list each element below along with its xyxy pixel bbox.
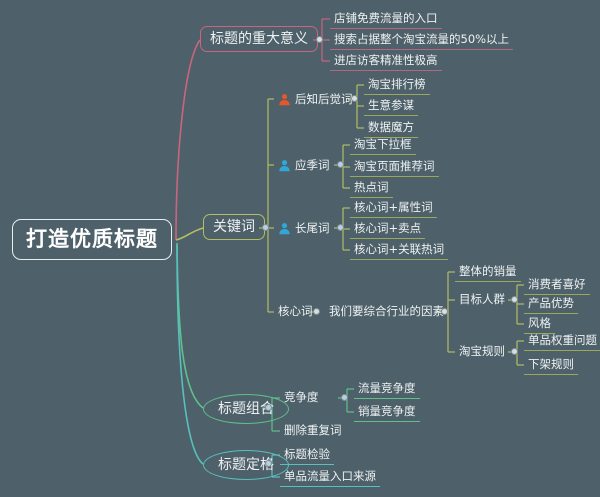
subbranch-label: 核心词	[278, 304, 313, 318]
node-label: 删除重复词	[284, 423, 342, 437]
branch-label-keywords: 关键词	[213, 219, 255, 235]
root-node-label: 打造优质标题	[26, 227, 158, 251]
leaf-node[interactable]: 数据魔方	[364, 120, 418, 138]
node-label: 淘宝规则	[459, 344, 505, 358]
node-industry-factors[interactable]: 我们要综合行业的因素	[325, 304, 448, 320]
leaf-node[interactable]: 搜索占据整个淘宝流量的50%以上	[330, 32, 514, 50]
branch-node-combination[interactable]: 标题组合	[203, 394, 289, 424]
root-node[interactable]: 打造优质标题	[12, 219, 172, 260]
branch-node-finalize[interactable]: 标题定格	[203, 450, 289, 480]
collapse-dot-industry-factors[interactable]	[441, 308, 448, 315]
leaf-label: 热点词	[354, 180, 389, 194]
leaf-label: 店铺免费流量的入口	[334, 11, 438, 25]
leaf-label: 下架规则	[528, 357, 574, 371]
subbranch-node-seasonal-words[interactable]: 应季词	[274, 157, 334, 174]
person-icon-blue	[278, 159, 291, 172]
subbranch-label: 长尾词	[295, 220, 330, 235]
leaf-label: 淘宝排行榜	[368, 77, 426, 91]
leaf-node[interactable]: 热点词	[350, 180, 393, 198]
leaf-label: 消费者喜好	[528, 277, 586, 291]
leaf-node[interactable]: 流量竞争度	[354, 381, 420, 399]
leaf-node[interactable]: 产品优势	[524, 296, 578, 314]
leaf-label: 淘宝页面推荐词	[354, 159, 435, 173]
branch-label-significance: 标题的重大意义	[210, 31, 308, 47]
collapse-dot-taobao-rules[interactable]	[511, 348, 518, 355]
leaf-node[interactable]: 标题检验	[280, 447, 334, 465]
person-icon-blue	[278, 222, 291, 235]
collapse-dot-finalize[interactable]	[265, 460, 272, 467]
leaf-label: 风格	[528, 316, 551, 330]
leaf-label: 流量竞争度	[358, 381, 416, 395]
node-taobao-rules[interactable]: 淘宝规则	[455, 344, 509, 360]
collapse-dot-longtail-words[interactable]	[337, 224, 344, 231]
leaf-node[interactable]: 消费者喜好	[524, 277, 590, 295]
leaf-node[interactable]: 整体的销量	[455, 264, 521, 282]
node-target-audience[interactable]: 目标人群	[455, 292, 509, 308]
leaf-label: 数据魔方	[368, 120, 414, 134]
subbranch-node-longtail-words[interactable]: 长尾词	[274, 220, 334, 237]
leaf-node[interactable]: 生意参谋	[364, 98, 418, 116]
leaf-node[interactable]: 店铺免费流量的入口	[330, 11, 442, 29]
leaf-label: 产品优势	[528, 296, 574, 310]
branch-label-combination: 标题组合	[218, 401, 274, 417]
node-remove-duplicate-words[interactable]: 删除重复词	[280, 423, 346, 439]
leaf-node[interactable]: 风格	[524, 316, 555, 334]
branch-label-finalize: 标题定格	[218, 457, 274, 473]
leaf-label: 核心词+关联热词	[354, 242, 445, 256]
subbranch-node-core-words[interactable]: 核心词	[274, 304, 317, 320]
leaf-node[interactable]: 淘宝下拉框	[350, 137, 416, 155]
leaf-label: 淘宝下拉框	[354, 137, 412, 151]
collapse-dot-core-words[interactable]	[313, 308, 320, 315]
node-competitiveness[interactable]: 竞争度	[280, 390, 323, 406]
leaf-label: 搜索占据整个淘宝流量的50%以上	[334, 32, 510, 46]
collapse-dot-competitiveness[interactable]	[341, 394, 348, 401]
leaf-node[interactable]: 单品权重问题	[524, 333, 600, 351]
leaf-label: 单品权重问题	[528, 333, 597, 347]
leaf-node[interactable]: 淘宝页面推荐词	[350, 159, 439, 177]
leaf-label: 进店访客精准性极高	[334, 53, 438, 67]
branch-node-significance[interactable]: 标题的重大意义	[200, 26, 318, 52]
person-icon-orange	[278, 93, 291, 106]
collapse-dot-hindsight-words[interactable]	[351, 95, 358, 102]
collapse-dot-significance[interactable]	[316, 36, 323, 43]
node-label: 竞争度	[284, 390, 319, 404]
leaf-node[interactable]: 核心词+卖点	[350, 221, 426, 239]
node-label: 目标人群	[459, 292, 505, 306]
leaf-label: 生意参谋	[368, 98, 414, 112]
leaf-node[interactable]: 核心词+属性词	[350, 200, 437, 218]
leaf-label: 单品流量入口来源	[284, 469, 376, 483]
leaf-label: 核心词+卖点	[354, 221, 422, 235]
leaf-label: 整体的销量	[459, 264, 517, 278]
branch-node-keywords[interactable]: 关键词	[203, 214, 265, 240]
leaf-label: 销量竞争度	[358, 404, 416, 418]
subbranch-node-hindsight-words[interactable]: 后知后觉词	[274, 91, 357, 108]
subbranch-label: 后知后觉词	[295, 91, 353, 106]
leaf-node[interactable]: 下架规则	[524, 357, 578, 375]
leaf-node[interactable]: 核心词+关联热词	[350, 242, 449, 260]
collapse-dot-seasonal-words[interactable]	[337, 161, 344, 168]
collapse-dot-combination[interactable]	[265, 404, 272, 411]
leaf-node[interactable]: 销量竞争度	[354, 404, 420, 422]
leaf-node[interactable]: 进店访客精准性极高	[330, 53, 442, 71]
leaf-label: 标题检验	[284, 447, 330, 461]
leaf-label: 核心词+属性词	[354, 200, 433, 214]
subbranch-label: 应季词	[295, 157, 330, 172]
collapse-dot-target-audience[interactable]	[511, 296, 518, 303]
leaf-node[interactable]: 淘宝排行榜	[364, 77, 430, 95]
leaf-node[interactable]: 单品流量入口来源	[280, 469, 380, 487]
collapse-dot-keywords[interactable]	[262, 224, 269, 231]
node-label: 我们要综合行业的因素	[329, 304, 444, 318]
